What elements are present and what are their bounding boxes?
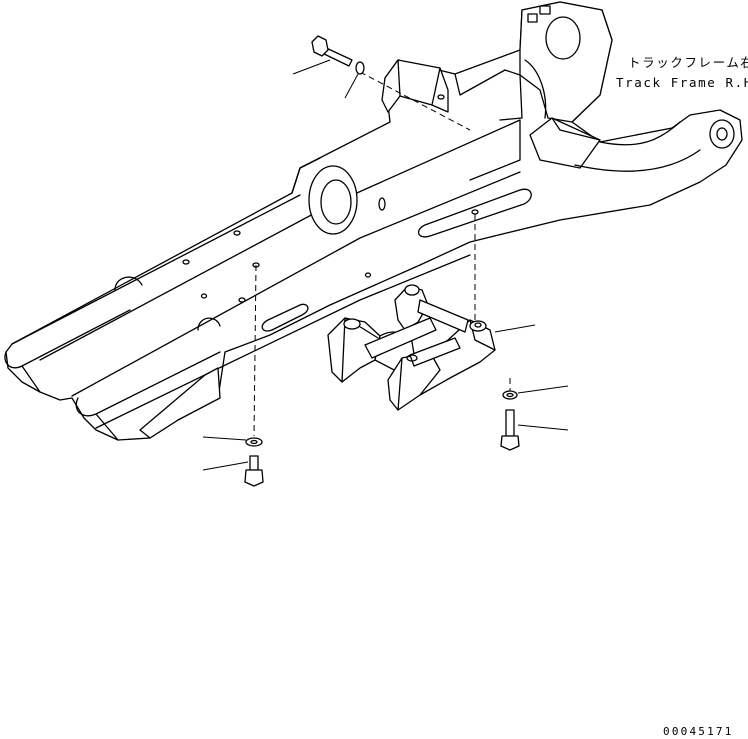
leader-left-bolt (202, 461, 249, 471)
bracket-right-foot-edge (397, 357, 403, 411)
track-frame-label-jp: トラックフレーム右 (628, 55, 748, 70)
frame-hole-6 (364, 272, 372, 278)
top-bolt-head (311, 35, 329, 57)
leader-top-bolt (292, 59, 331, 75)
bracket-right-boss-hole (474, 322, 482, 328)
top-bolt (311, 35, 353, 67)
frame-mid-panel-2 (469, 119, 521, 181)
track-frame-label-en: Track Frame R.H. (616, 75, 748, 90)
right-washer-hole (506, 392, 514, 398)
bracket-left-foot-edge (341, 317, 346, 383)
leader-left-washer (202, 436, 247, 441)
left-washer (245, 437, 263, 447)
frame-angled-plate (529, 117, 601, 169)
right-washer (502, 390, 518, 400)
frame-boss-mid (197, 317, 221, 331)
frame-hole-2 (182, 259, 190, 265)
frame-bore-inner (320, 179, 352, 225)
top-washer (355, 61, 365, 75)
leader-right-washer (517, 385, 569, 394)
frame-boss-rear (114, 276, 143, 291)
bracket-cross-bar-mid (409, 337, 461, 367)
leader-right-bolt (517, 424, 569, 431)
top-washer-ring (355, 61, 365, 75)
frame-lower-plate (139, 367, 221, 439)
frame-hole-3 (238, 297, 246, 303)
frame-tower-rib-2 (499, 69, 523, 121)
frame-top-bracket-edge-2 (431, 67, 441, 106)
frame-lower-edge (95, 254, 471, 429)
bracket-mid-hole (406, 354, 418, 362)
frame-hole-5 (378, 197, 386, 211)
left-bolt (244, 455, 264, 487)
left-washer-ring (245, 437, 263, 447)
right-washer-ring (502, 390, 518, 400)
alignment-line-top (359, 71, 471, 131)
leader-bracket (494, 324, 536, 333)
bracket-cross-bar-front (364, 317, 437, 359)
frame-tower-rib (524, 59, 547, 119)
frame-front-arm-lower (574, 149, 701, 172)
bracket-cross-bar-rear (417, 299, 469, 333)
frame-top-edge (11, 194, 301, 345)
frame-mid-panel (291, 157, 321, 194)
frame-top-bracket-edge (397, 59, 401, 97)
frame-rear-fork-right-inner (95, 413, 119, 441)
track-frame (4, 1, 743, 441)
left-bolt-head (244, 469, 264, 487)
frame-front-arm-upper (599, 121, 681, 146)
frame-hole-4 (200, 293, 208, 299)
drawing-code: 00045171 (663, 725, 734, 738)
right-bolt-shank (505, 409, 515, 437)
bracket-rear-boss (404, 284, 420, 296)
frame-slot-front (417, 188, 532, 238)
frame-tower-bore (545, 16, 581, 60)
left-washer-hole (250, 439, 258, 445)
frame-rear-tower (519, 1, 613, 123)
right-bolt (500, 409, 520, 451)
bracket-right-boss (469, 320, 487, 332)
frame-top-bracket-hole (437, 94, 445, 100)
leader-top-washer (344, 73, 359, 99)
frame-side-edge (71, 171, 521, 397)
frame-slot-rear (261, 303, 309, 332)
alignment-line-left (253, 264, 257, 437)
left-bolt-shank (249, 455, 259, 471)
frame-tower-lug-1 (539, 5, 551, 15)
right-bolt-head (500, 435, 520, 451)
frame-rear-fork-left-inner (21, 365, 41, 393)
frame-hole-1 (233, 230, 241, 236)
frame-angled-plate-edge (551, 117, 601, 141)
frame-tower-lug-2 (527, 13, 538, 23)
bracket-left-boss (343, 318, 361, 330)
guard-bracket (327, 284, 496, 411)
frame-rear-step (454, 69, 506, 96)
frame-front-eye-inner (716, 127, 728, 141)
